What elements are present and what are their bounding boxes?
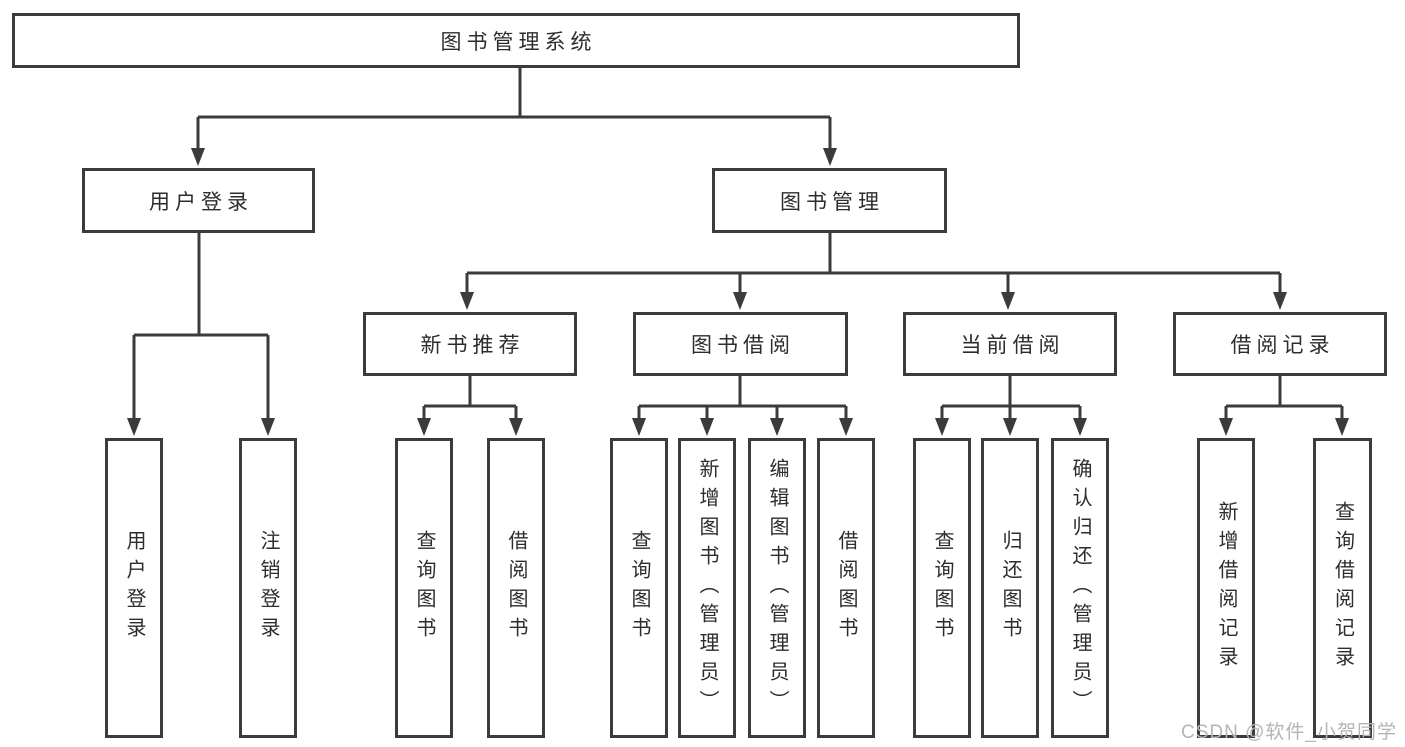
- node-leaf-query-books-current: 查询图书: [913, 438, 971, 738]
- node-label: 确认归还（管理员）: [1069, 457, 1091, 719]
- tree-edges: [132, 68, 1344, 420]
- arrowheads: [127, 148, 1349, 436]
- node-label: 查询图书: [628, 530, 650, 646]
- node-label: 用户登录: [149, 190, 253, 214]
- node-root-library-system: 图书管理系统: [12, 13, 1020, 68]
- node-leaf-add-books-admin: 新增图书（管理员）: [678, 438, 736, 738]
- node-label: 新书推荐: [420, 334, 525, 357]
- node-borrow-records: 借阅记录: [1173, 312, 1387, 376]
- node-leaf-confirm-return-admin: 确认归还（管理员）: [1051, 438, 1109, 738]
- node-new-book-recommend: 新书推荐: [363, 312, 577, 376]
- node-label: 当前借阅: [960, 334, 1065, 357]
- node-leaf-user-login: 用户登录: [105, 438, 163, 738]
- node-label: 查询图书: [931, 530, 953, 646]
- node-leaf-add-borrow-record: 新增借阅记录: [1197, 438, 1255, 738]
- node-label: 查询图书: [413, 530, 435, 646]
- node-user-login: 用户登录: [82, 168, 315, 233]
- node-label: 图书借阅: [691, 334, 795, 357]
- node-label: 借阅图书: [505, 530, 527, 646]
- node-book-management: 图书管理: [712, 168, 947, 233]
- node-leaf-borrow-books-recommend: 借阅图书: [487, 438, 545, 738]
- node-label: 借阅记录: [1230, 334, 1335, 357]
- node-label: 图书管理系统: [440, 30, 597, 54]
- node-label: 新增图书（管理员）: [696, 457, 718, 719]
- node-label: 查询借阅记录: [1331, 501, 1354, 675]
- node-current-borrow: 当前借阅: [903, 312, 1117, 376]
- node-leaf-borrow-books: 借阅图书: [817, 438, 875, 738]
- node-label: 用户登录: [123, 530, 145, 646]
- node-label: 图书管理: [780, 190, 884, 214]
- node-leaf-return-books: 归还图书: [981, 438, 1039, 738]
- csdn-watermark: CSDN @软件_小贺同学: [1181, 722, 1397, 743]
- node-leaf-query-books-borrow: 查询图书: [610, 438, 668, 738]
- node-label: 归还图书: [999, 530, 1021, 646]
- node-book-borrow: 图书借阅: [633, 312, 848, 376]
- node-label: 借阅图书: [835, 530, 857, 646]
- node-label: 编辑图书（管理员）: [766, 457, 788, 719]
- node-leaf-query-books-recommend: 查询图书: [395, 438, 453, 738]
- node-leaf-logout-login: 注销登录: [239, 438, 297, 738]
- node-label: 注销登录: [257, 530, 279, 646]
- node-leaf-query-borrow-record: 查询借阅记录: [1313, 438, 1372, 738]
- node-leaf-edit-books-admin: 编辑图书（管理员）: [748, 438, 806, 738]
- node-label: 新增借阅记录: [1215, 501, 1237, 675]
